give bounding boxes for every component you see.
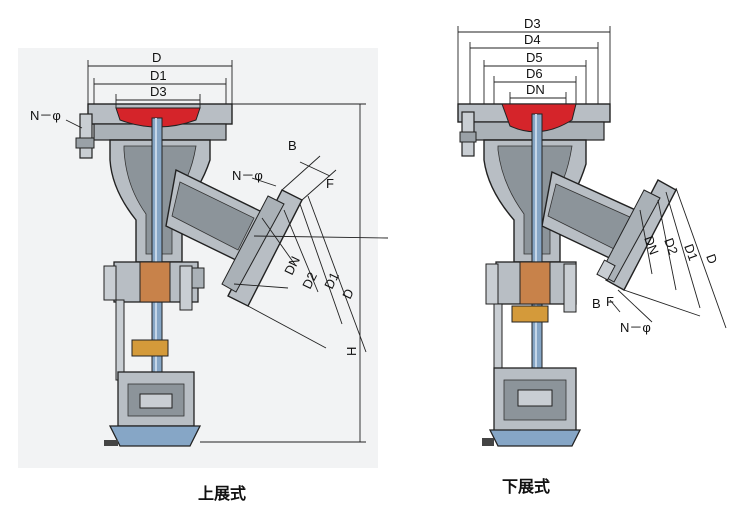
right-outlet-flange-inner (599, 189, 661, 283)
left-label-D1: D1 (150, 68, 167, 83)
right-label-N-phi: N－φ (620, 320, 651, 335)
right-bottom-foot (482, 438, 494, 446)
left-label-DN: DN (281, 254, 303, 277)
right-label-D1-side: D1 (681, 242, 701, 263)
left-label-N-phi-2: N－φ (232, 168, 263, 183)
right-stem-nut (511, 305, 549, 323)
left-label-B: B (288, 138, 297, 153)
left-bottom-foot (104, 440, 118, 446)
right-packing-bolt-l (485, 263, 499, 305)
right-label-DN: DN (526, 82, 545, 97)
right-label-DN-side: DN (641, 234, 662, 257)
right-label-D3: D3 (524, 16, 541, 31)
left-dim-lines (65, 60, 389, 443)
right-dim-lines (457, 26, 727, 329)
right-valve-figure: D3 D4 D5 D6 DN DN D2 D1 D B F N－φ (457, 16, 727, 447)
left-flange-bolt (79, 113, 93, 159)
left-label-D: D (152, 50, 161, 65)
right-packing-bolt-r (563, 263, 577, 313)
left-outlet-bore (171, 181, 255, 251)
caption-top-expand: 上展式 (198, 484, 247, 503)
left-outlet-flange-inner (221, 195, 285, 293)
left-label-F: F (326, 176, 334, 191)
right-bottom-base (488, 429, 582, 447)
right-packing-copper (519, 261, 551, 305)
right-support-rod (493, 303, 503, 373)
left-actuator-gear (139, 393, 173, 409)
left-stem-nut (131, 339, 169, 357)
left-valve-figure: D D1 D3 N－φ B N－φ F DN D2 D1 D H (18, 48, 389, 468)
left-label-D3: D3 (150, 84, 167, 99)
left-flange-bolt-nut (75, 137, 95, 149)
right-label-D-side: D (703, 252, 720, 266)
right-outlet-bolt (596, 259, 616, 281)
left-packing-bolt-l (103, 265, 117, 301)
left-label-D2: D2 (299, 270, 320, 292)
right-label-F: F (606, 294, 614, 309)
right-label-D5: D5 (526, 50, 543, 65)
right-label-D2-side: D2 (661, 236, 681, 257)
left-support-rod (115, 299, 125, 381)
right-label-D6: D6 (526, 66, 543, 81)
left-packing-bolt-r (179, 265, 193, 311)
left-label-D1-side: D1 (321, 270, 342, 292)
left-label-N-phi: N－φ (30, 108, 61, 123)
right-actuator-gear (517, 389, 553, 407)
left-packing-copper (139, 261, 171, 303)
left-packing-flange-r (191, 267, 205, 289)
right-flange-bolt-nut (459, 131, 477, 143)
left-label-H: H (344, 347, 359, 356)
right-label-B: B (592, 296, 601, 311)
left-bottom-base (108, 425, 202, 447)
caption-bottom-expand: 下展式 (502, 477, 551, 496)
right-label-D4: D4 (524, 32, 541, 47)
